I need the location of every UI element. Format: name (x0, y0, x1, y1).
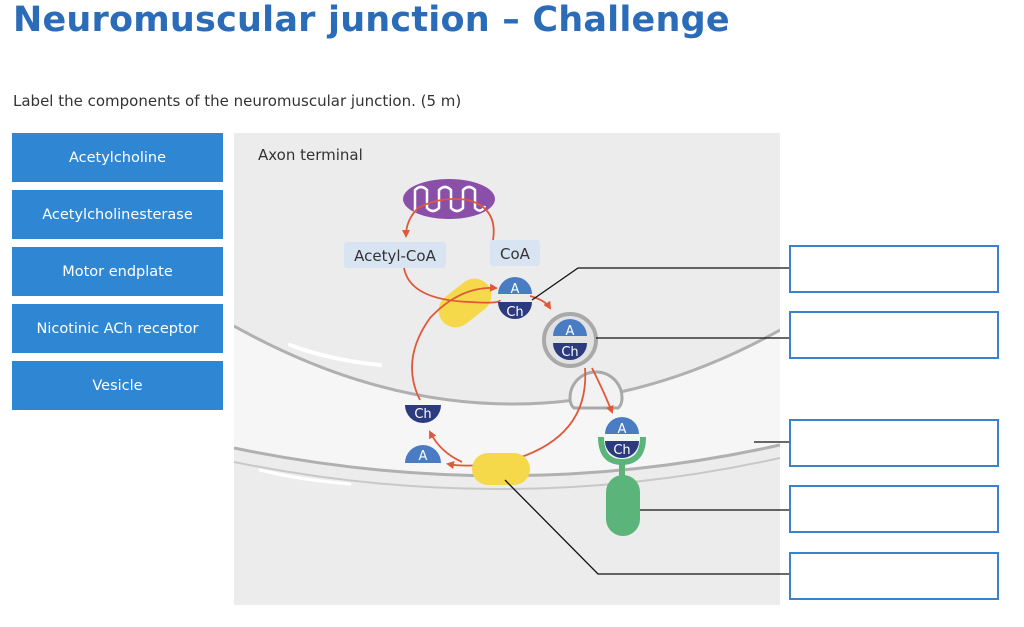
membrane-highlight (258, 468, 352, 486)
acetyl-coa-label: Acetyl-CoA (354, 247, 436, 265)
arrow-icon (429, 430, 463, 463)
nicotinic-receptor-icon: A Ch (598, 417, 646, 536)
a-label: A (511, 282, 520, 297)
arrow-icon (411, 283, 498, 401)
leader-lines (504, 267, 789, 575)
arrow-icon (591, 367, 614, 414)
presynaptic-membrane (234, 324, 780, 406)
ch-label: Ch (506, 305, 523, 320)
arrow-icon (529, 295, 552, 310)
vesicle-icon: A Ch (542, 312, 598, 368)
axon-terminal-label: Axon terminal (258, 146, 363, 164)
label-vesicle[interactable]: Vesicle (12, 361, 223, 410)
label-motor-endplate[interactable]: Motor endplate (12, 247, 223, 296)
acetate-molecule-icon: A (405, 445, 441, 464)
enzyme-icon (438, 278, 492, 328)
coa-box: CoA (490, 240, 540, 266)
label-bank: Acetylcholine Acetylcholinesterase Motor… (12, 133, 223, 418)
label-nicotinic-ach-receptor[interactable]: Nicotinic ACh receptor (12, 304, 223, 353)
drop-target-1[interactable] (789, 245, 999, 293)
instruction-text: Label the components of the neuromuscula… (13, 92, 462, 110)
leader-line (531, 267, 789, 301)
arrow-icon (403, 267, 501, 304)
leader-line (504, 479, 789, 575)
choline-molecule-icon: Ch (405, 405, 441, 423)
label-acetylcholine[interactable]: Acetylcholine (12, 133, 223, 182)
a-label: A (618, 422, 627, 437)
drop-target-5[interactable] (789, 552, 999, 600)
acetyl-coa-box: Acetyl-CoA (344, 242, 446, 268)
label-acetylcholinesterase[interactable]: Acetylcholinesterase (12, 190, 223, 239)
drop-target-2[interactable] (789, 311, 999, 359)
page-title: Neuromuscular junction – Challenge (13, 0, 730, 40)
postsynaptic-membrane-inner (234, 457, 780, 490)
membrane-highlight (288, 343, 382, 367)
acetylcholine-molecule-icon: A Ch (498, 277, 532, 320)
a-label: A (566, 324, 575, 339)
drop-target-4[interactable] (789, 485, 999, 533)
drop-target-3[interactable] (789, 419, 999, 467)
ch-label: Ch (414, 407, 431, 422)
ch-label: Ch (613, 443, 630, 458)
acetylcholinesterase-icon (472, 453, 530, 485)
arrow-icon (402, 198, 495, 241)
a-label: A (419, 449, 428, 464)
coa-label: CoA (500, 245, 531, 263)
ch-label: Ch (561, 345, 578, 360)
